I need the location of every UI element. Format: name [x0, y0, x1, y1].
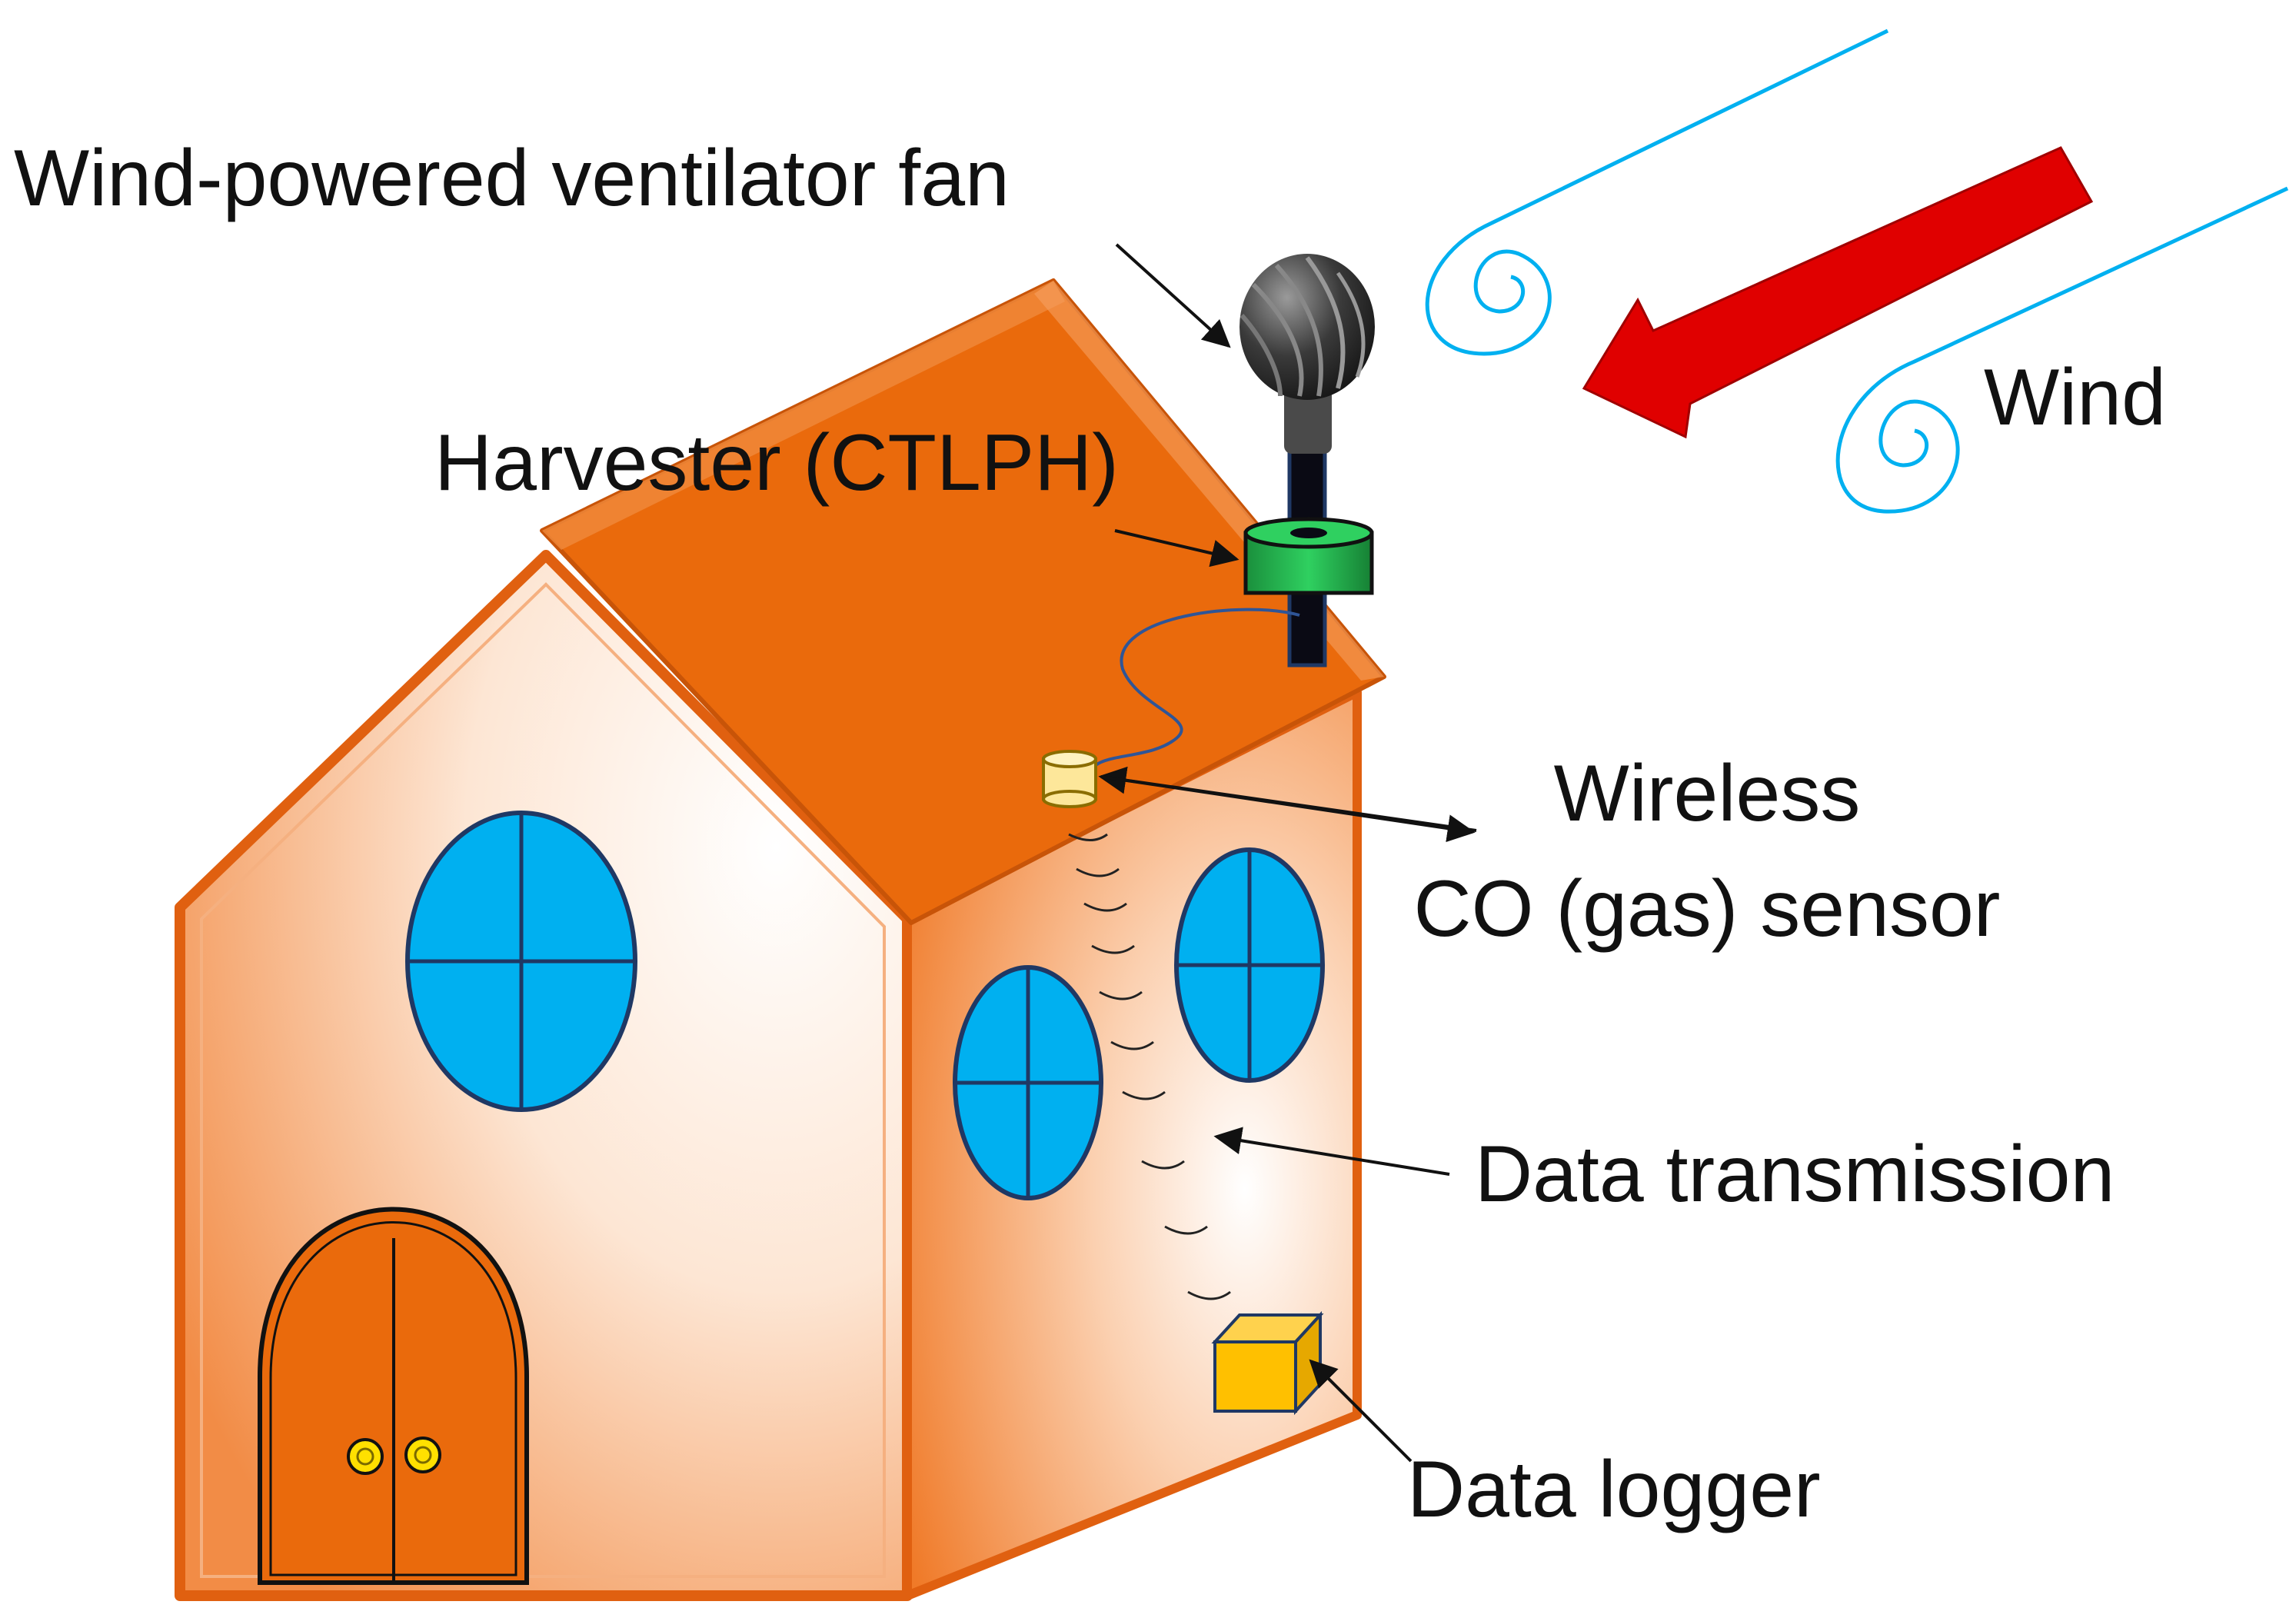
label-wind: Wind — [1984, 353, 2166, 442]
label-transmission: Data transmission — [1475, 1130, 2115, 1219]
side-window-left-icon — [953, 965, 1103, 1200]
label-logger: Data logger — [1407, 1445, 1821, 1534]
label-sensor-line2: CO (gas) sensor — [1413, 864, 2001, 954]
front-window-icon — [405, 811, 637, 1112]
data-logger-icon — [1211, 1310, 1324, 1416]
ventilator-fan-icon — [1240, 254, 1375, 400]
transmission-arcs — [1068, 833, 1231, 1300]
harvester-ring-icon — [1243, 517, 1374, 595]
co-sensor-icon — [1042, 750, 1097, 808]
wind-arrow-icon — [1582, 146, 2094, 439]
label-fan: Wind-powered ventilator fan — [14, 134, 1010, 223]
door-icon — [258, 1207, 529, 1585]
annotation-arrows — [1098, 243, 1477, 1463]
label-sensor-line1: Wireless — [1553, 749, 1861, 838]
sensor-cable — [1094, 608, 1300, 767]
side-window-right-icon — [1174, 847, 1325, 1083]
wind-swirls — [1425, 28, 2289, 514]
label-harvester: Harvester (CTLPH) — [434, 418, 1119, 508]
